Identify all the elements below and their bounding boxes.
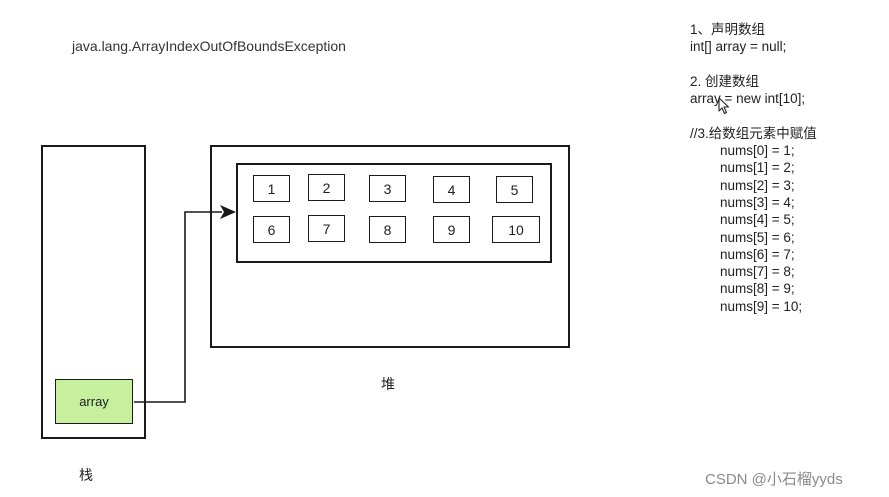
heap-label: 堆: [381, 376, 395, 392]
code-line: nums[0] = 1;: [690, 143, 795, 159]
code-line: array = new int[10];: [690, 91, 806, 107]
array-cell: 6: [253, 216, 290, 243]
exception-name: java.lang.ArrayIndexOutOfBoundsException: [72, 38, 346, 54]
array-cell: 10: [492, 216, 540, 243]
code-line: nums[1] = 2;: [690, 160, 795, 176]
code-notes: 1、声明数组 int[] array = null; 2. 创建数组 array = …: [690, 21, 817, 315]
heap-memory-box: [210, 145, 570, 348]
array-cell: 7: [308, 215, 345, 242]
array-cell: 4: [433, 176, 470, 203]
array-cell: 8: [369, 216, 406, 243]
array-object: [236, 163, 552, 263]
code-line: nums[3] = 4;: [690, 194, 795, 210]
array-reference-variable: array: [55, 379, 133, 424]
code-line: nums[6] = 7;: [690, 246, 795, 262]
code-line: 1、声明数组: [690, 22, 766, 37]
stack-label: 栈: [79, 467, 93, 483]
code-line: [690, 56, 817, 73]
array-cell: 5: [496, 176, 533, 203]
code-line: nums[5] = 6;: [690, 229, 795, 245]
stack-memory-box: [41, 145, 146, 439]
array-cell: 3: [369, 175, 406, 202]
code-line: int[] array = null;: [690, 39, 787, 55]
mouse-pointer-icon: [718, 97, 730, 115]
code-line: nums[7] = 8;: [690, 264, 795, 280]
code-line: nums[8] = 9;: [690, 281, 795, 297]
array-cell: 2: [308, 174, 345, 201]
code-line: 2. 创建数组: [690, 73, 760, 89]
code-line: //3.给数组元素中赋值: [690, 125, 817, 141]
code-line: nums[4] = 5;: [690, 212, 795, 228]
watermark: CSDN @小石榴yyds: [705, 471, 843, 488]
code-line: nums[2] = 3;: [690, 177, 795, 193]
array-cell: 1: [253, 175, 290, 202]
code-line: nums[9] = 10;: [690, 298, 803, 314]
code-line: [690, 107, 817, 124]
array-cell: 9: [433, 216, 470, 243]
